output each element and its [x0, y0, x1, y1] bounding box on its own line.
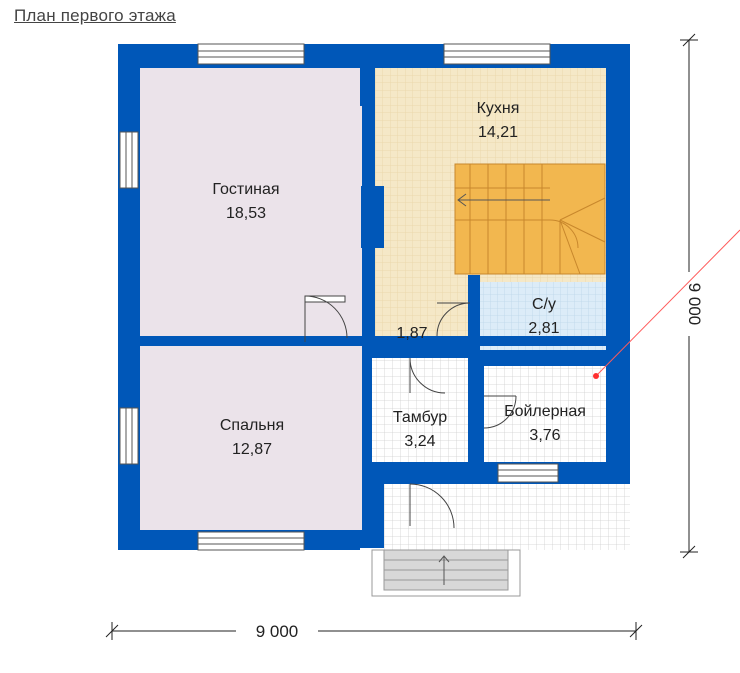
- room-area-kitchen: 14,21: [478, 124, 518, 141]
- room-area-bedroom: 12,87: [232, 441, 272, 458]
- width-dimension: [105, 622, 643, 640]
- living-room-notch: [360, 68, 375, 106]
- room-name-kitchen: Кухня: [477, 100, 520, 117]
- terrace-floor: [384, 484, 630, 550]
- width-dimension-label: 9 000: [256, 622, 299, 641]
- room-area-bathroom: 2,81: [528, 320, 559, 337]
- annotation-dot: [593, 373, 599, 379]
- depth-dimension: [680, 33, 698, 559]
- bedroom-floor: [140, 346, 362, 530]
- vestibule-floor: [372, 358, 468, 462]
- page-title: План первого этажа: [14, 6, 176, 25]
- interior-wall-horizontal: [140, 336, 606, 346]
- room-name-bedroom: Спальня: [220, 417, 284, 434]
- room-area-boiler: 3,76: [529, 427, 560, 444]
- entry-steps: [371, 549, 521, 597]
- staircase: [454, 163, 606, 275]
- depth-dimension-label: 9 000: [685, 283, 704, 326]
- room-name-living: Гостиная: [212, 181, 279, 198]
- room-name-boiler: Бойлерная: [504, 403, 586, 420]
- room-area-living: 18,53: [226, 205, 266, 222]
- boiler-room-floor: [484, 366, 606, 462]
- doors: [304, 295, 517, 529]
- room-area-hall: 1,87: [396, 325, 427, 342]
- room-name-vestibule: Тамбур: [393, 409, 447, 426]
- living-room-floor: [140, 68, 362, 336]
- room-area-vestibule: 3,24: [404, 433, 435, 450]
- kitchen-column: [361, 186, 384, 248]
- windows: [119, 43, 559, 551]
- room-name-bathroom: С/у: [532, 296, 556, 313]
- terrace-notch-right: [608, 484, 630, 548]
- annotation-line: [595, 229, 740, 377]
- hall-partition: [468, 275, 480, 337]
